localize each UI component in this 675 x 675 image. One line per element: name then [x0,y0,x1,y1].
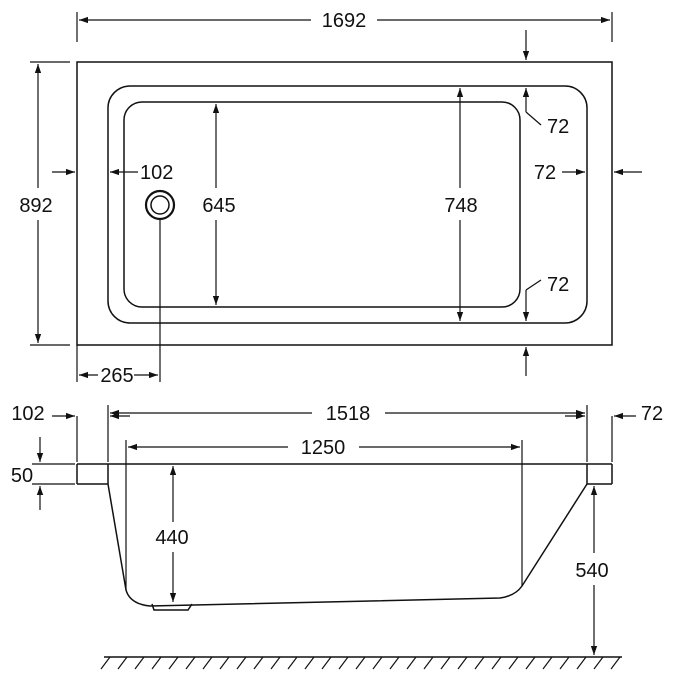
floor-hatch-line [372,656,383,670]
floor-hatch-line [253,656,264,670]
floor-hatch-line [491,656,502,670]
waste-outlet-inner [150,195,170,215]
floor-hatch-line [457,656,468,670]
dim-rim-bottom: 72 [547,274,569,296]
tub-body-profile [107,483,588,607]
floor-hatch-line [593,656,604,670]
floor-hatching [100,656,621,670]
floor-hatch-line [389,656,400,670]
floor-hatch-line [406,656,417,670]
dim-overall-length: 1692 [322,10,367,32]
dim-waste-offset: 102 [140,162,173,184]
dim-leader-72-top [525,111,542,126]
floor-hatch-line [559,656,570,670]
side-view: 102 72 1518 1250 50 440 540 [11,403,663,670]
dim-overall-height: 540 [575,560,608,582]
floor-hatch-line [355,656,366,670]
dim-rim-top: 72 [547,116,569,138]
dim-inner-width: 645 [202,195,235,217]
floor-hatch-line [321,656,332,670]
waste-outlet-icon [144,189,176,221]
floor-hatch-line [287,656,298,670]
dim-rim-left: 102 [11,403,44,425]
floor-hatch-line [202,656,213,670]
floor-hatch-line [100,656,111,670]
basin-outline [123,101,521,308]
dim-rim-right: 72 [641,403,663,425]
floor-hatch-line [610,656,621,670]
rim-inner-outline [107,85,588,324]
floor-hatch-line [576,656,587,670]
floor-hatch-line [236,656,247,670]
floor-hatch-line [134,656,145,670]
dim-rim-side: 72 [534,162,556,184]
tub-outline-top [76,61,613,346]
dim-rim-thickness: 50 [11,465,33,487]
floor-hatch-line [304,656,315,670]
floor-hatch-line [338,656,349,670]
floor-hatch-line [151,656,162,670]
floor-hatch-line [474,656,485,670]
waste-outlet-stub [151,603,193,611]
floor-hatch-line [542,656,553,670]
floor-hatch-line [270,656,281,670]
floor-hatch-line [525,656,536,670]
floor-hatch-line [440,656,451,670]
floor-hatch-line [185,656,196,670]
dim-inner-length: 748 [444,195,477,217]
dim-leader-72-bottom [525,279,542,291]
dim-top-length: 1518 [326,403,371,425]
dim-overall-width: 892 [19,195,52,217]
floor-hatch-line [508,656,519,670]
dim-bottom-length: 1250 [301,437,346,459]
dim-inner-depth: 440 [155,527,188,549]
floor-hatch-line [168,656,179,670]
top-view: 1692 892 645 748 102 265 72 72 [19,10,642,387]
dim-waste-from-end: 265 [100,365,133,387]
floor-hatch-line [423,656,434,670]
floor-hatch-line [117,656,128,670]
floor-hatch-line [219,656,230,670]
